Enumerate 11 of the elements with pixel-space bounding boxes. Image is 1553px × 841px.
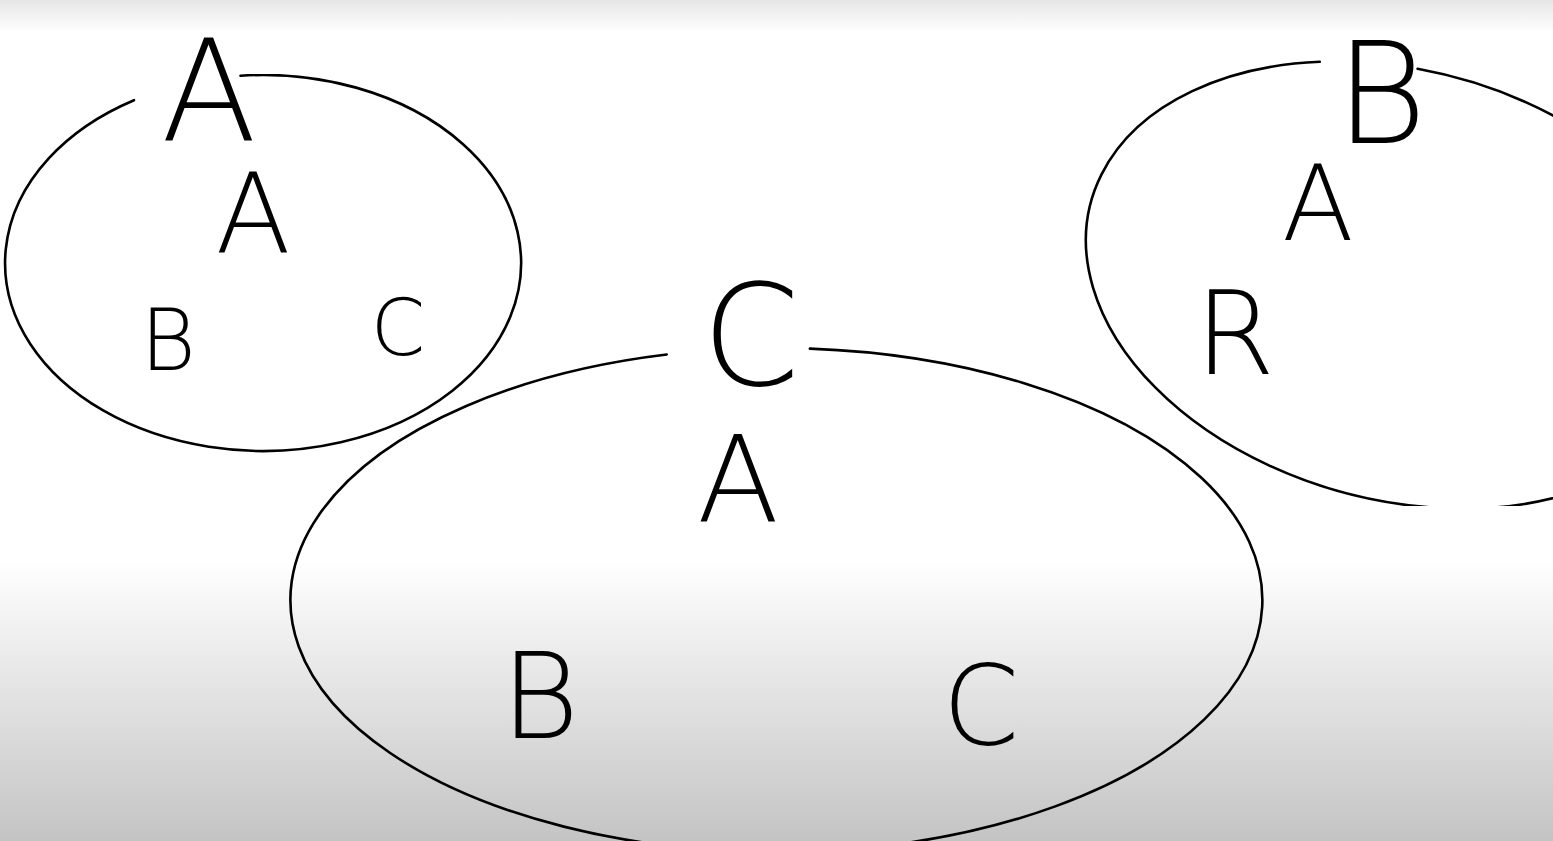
letter-label: A — [1282, 164, 1354, 246]
letter-label: B — [140, 307, 196, 375]
heading-letter: C — [702, 282, 800, 392]
heading-letter: A — [161, 37, 257, 147]
letter-label: B — [500, 650, 580, 744]
letter-label: C — [942, 664, 1020, 750]
letter-label: A — [696, 433, 780, 527]
letter-label: A — [215, 172, 291, 258]
heading-letter: B — [1335, 40, 1427, 150]
letter-label: R — [1195, 290, 1275, 380]
letter-label: C — [370, 297, 426, 359]
